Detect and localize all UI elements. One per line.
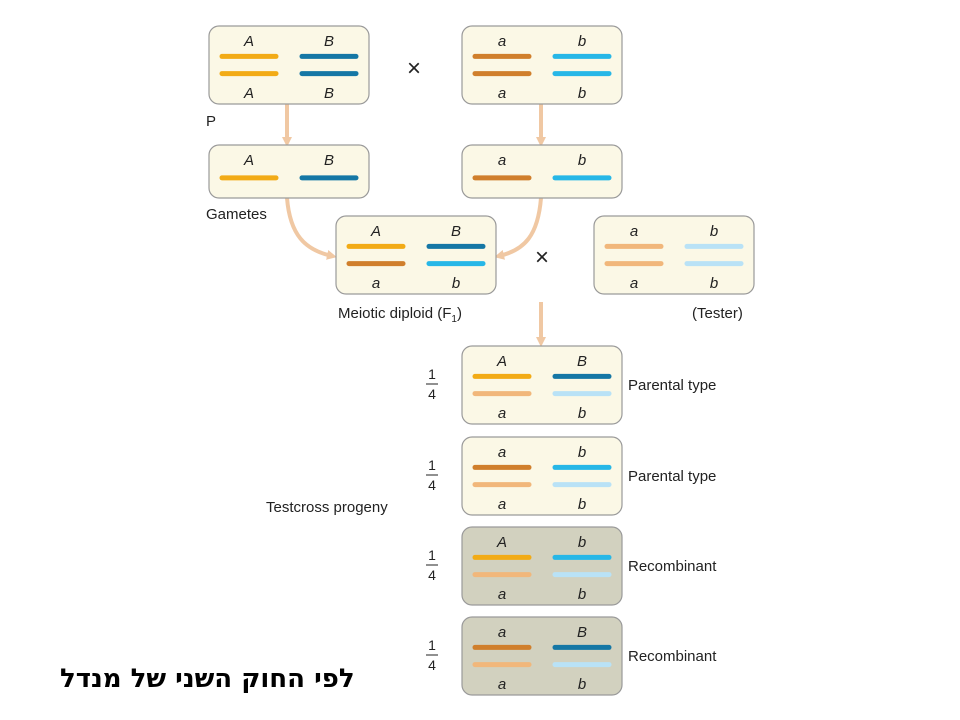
fraction-denominator: 4 (428, 567, 436, 583)
fraction-denominator: 4 (428, 386, 436, 402)
allele-label: b (578, 444, 586, 461)
fraction-numerator: 1 (428, 637, 436, 653)
allele-label: b (710, 223, 718, 240)
allele-label: B (324, 33, 334, 50)
allele-label: B (451, 223, 461, 240)
box-outline (461, 436, 623, 516)
cross-symbol: × (407, 55, 421, 82)
box-outline (335, 215, 497, 295)
fraction-numerator: 1 (428, 457, 436, 473)
progeny-type-label: Recombinant (628, 558, 717, 575)
allele-label: a (498, 152, 506, 169)
box-outline (461, 616, 623, 696)
allele-label: A (370, 223, 381, 240)
allele-label: b (452, 275, 460, 292)
allele-label: B (577, 353, 587, 370)
gametes-label: Gametes (206, 206, 267, 223)
box-outline (461, 345, 623, 425)
allele-label: b (578, 586, 586, 603)
progeny-type-label: Recombinant (628, 648, 717, 665)
allele-label: a (498, 405, 506, 422)
allele-label: a (498, 444, 506, 461)
allele-label: A (243, 152, 254, 169)
allele-label: a (498, 496, 506, 513)
box-outline (208, 144, 370, 199)
allele-label: b (578, 33, 586, 50)
progeny-type-label: Parental type (628, 377, 716, 394)
testcross-progeny-label: Testcross progeny (266, 499, 388, 516)
allele-label: b (578, 496, 586, 513)
allele-label: b (578, 534, 586, 551)
meiotic-diploid-label: Meiotic diploid (F1) (338, 305, 462, 325)
allele-label: A (496, 353, 507, 370)
box-outline (461, 25, 623, 105)
fraction-numerator: 1 (428, 547, 436, 563)
arrow-gamete-right-to-f1 (494, 197, 543, 260)
allele-label: a (372, 275, 380, 292)
box-outline (208, 25, 370, 105)
allele-label: b (578, 85, 586, 102)
allele-label: A (243, 85, 254, 102)
parent-ab-box: a b a b (461, 25, 623, 105)
allele-label: A (243, 33, 254, 50)
box-outline (461, 526, 623, 606)
allele-label: b (578, 152, 586, 169)
allele-label: B (577, 624, 587, 641)
allele-label: A (496, 534, 507, 551)
allele-label: B (324, 152, 334, 169)
allele-label: a (630, 223, 638, 240)
allele-label: B (324, 85, 334, 102)
allele-label: a (498, 586, 506, 603)
parental-generation-label: P (206, 113, 216, 130)
tester-label: (Tester) (692, 305, 743, 322)
fraction-denominator: 4 (428, 477, 436, 493)
box-outline (461, 144, 623, 199)
allele-label: a (498, 676, 506, 693)
progeny-type-label: Parental type (628, 468, 716, 485)
allele-label: a (498, 85, 506, 102)
allele-label: a (498, 33, 506, 50)
fraction-denominator: 4 (428, 657, 436, 673)
allele-label: b (710, 275, 718, 292)
caption-mendel-second-law: לפי החוק השני של מנדל (60, 664, 355, 694)
progeny-box-2: a b a b (461, 436, 623, 516)
progeny-box-4: a Ba b (461, 616, 623, 696)
arrow-gamete-left-to-f1 (285, 197, 337, 260)
progeny-box-1: A Ba b (461, 345, 623, 425)
allele-label: b (578, 676, 586, 693)
allele-label: b (578, 405, 586, 422)
allele-label: a (630, 275, 638, 292)
f1-diploid-box: A Ba b (335, 215, 497, 295)
fraction-numerator: 1 (428, 366, 436, 382)
box-outline (593, 215, 755, 295)
tester-box: a b a b (593, 215, 755, 295)
cross-symbol: × (535, 244, 549, 271)
allele-label: a (498, 624, 506, 641)
arrows (282, 104, 546, 347)
parent-AB-box: A B A B (208, 25, 370, 105)
